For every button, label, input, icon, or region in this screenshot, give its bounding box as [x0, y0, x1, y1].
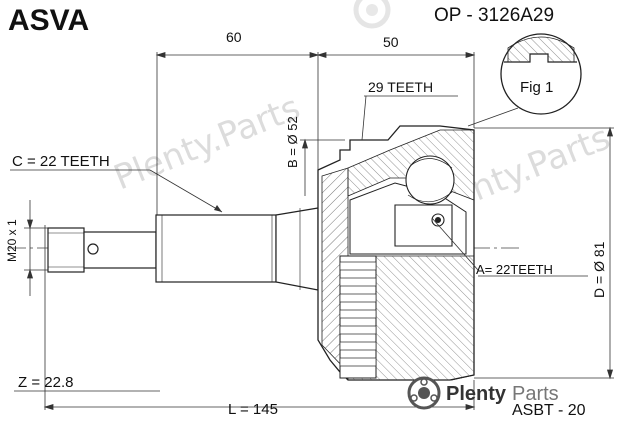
watermark-brand-light: Parts — [512, 383, 559, 405]
watermark-gear-icon — [407, 376, 441, 410]
callout-inner-spline: A= 22TEETH — [476, 262, 553, 277]
extension-lines — [44, 52, 475, 410]
dimension-b-line — [300, 138, 345, 196]
dimension-d-line — [474, 126, 614, 380]
dimension-thread: M20 x 1 — [5, 219, 19, 262]
fig-1-label: Fig 1 — [520, 79, 553, 96]
inner-race — [394, 155, 455, 247]
callout-shaft-spline: C = 22 TEETH — [12, 153, 110, 170]
part-number-label: OP - 3126A29 — [434, 5, 554, 26]
dimension-thread-line — [24, 200, 52, 296]
shaft-spline — [155, 214, 277, 283]
dimension-length: L = 145 — [228, 401, 278, 418]
dimension-top — [155, 51, 476, 59]
fig-1-detail: Fig 1 — [500, 33, 582, 115]
dimension-b: B = Ø 52 — [285, 116, 300, 168]
cotter-pin-hole — [87, 243, 99, 255]
dimension-top-right: 50 — [383, 34, 399, 50]
thread-tip — [47, 227, 85, 273]
dimension-d: D = Ø 81 — [591, 241, 607, 298]
dimension-top-left: 60 — [226, 29, 242, 45]
watermark-brand-bold: Plenty — [446, 383, 507, 405]
watermark-faint-1: Plenty.Parts — [108, 88, 305, 199]
axle-shaft — [47, 207, 319, 291]
dimension-z: Z = 22.8 — [18, 374, 73, 391]
dimension-length-line — [43, 403, 476, 411]
joint-ball — [405, 155, 455, 205]
callout-abs-teeth: 29 TEETH — [368, 79, 433, 95]
abs-teeth — [339, 261, 377, 367]
brand-label: ASVA — [8, 4, 89, 37]
plentyparts-watermark: Plenty Parts — [407, 376, 559, 410]
watermark-logo-faint — [353, 0, 391, 29]
footer-code: ASBT - 20 — [512, 402, 586, 419]
